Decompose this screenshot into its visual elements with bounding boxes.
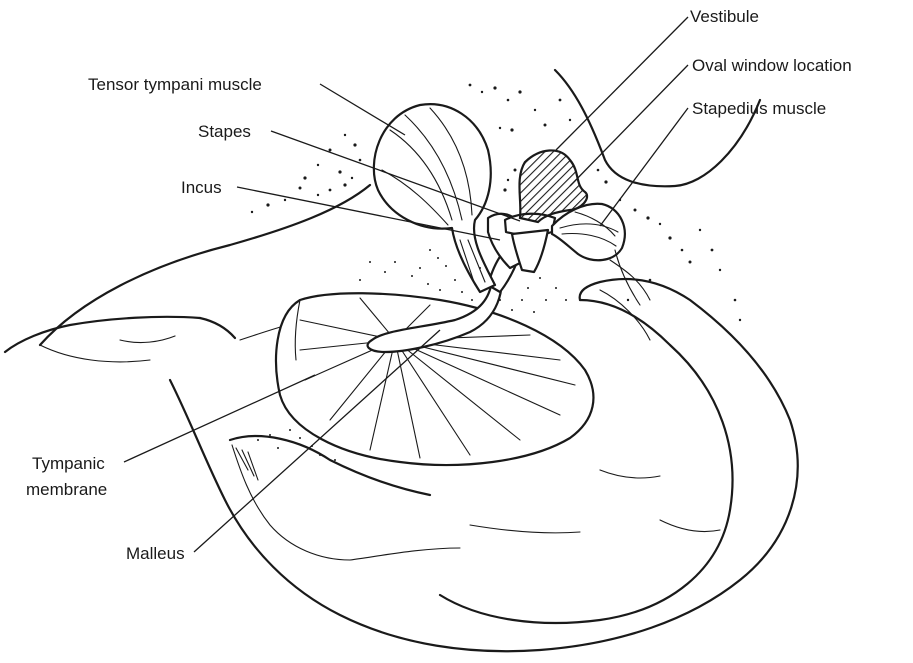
leader-vestibule [556,17,688,150]
label-incus: Incus [181,178,222,197]
tympanic-membrane [276,293,593,465]
leader-oval-window [570,65,688,186]
leader-tympanic-membrane [124,375,315,462]
label-tympanic-line2: membrane [26,480,107,499]
label-stapes: Stapes [198,122,251,141]
label-tympanic-line1: Tympanic [32,454,105,473]
tensor-tympani-muscle [374,104,495,292]
stapedius-muscle [552,204,640,305]
label-tensor-tympani: Tensor tympani muscle [88,75,262,94]
labels: Vestibule Oval window location Stapedius… [26,7,852,563]
label-oval-window: Oval window location [692,56,852,75]
leader-tensor-tympani [320,84,405,135]
label-malleus: Malleus [126,544,185,563]
label-stapedius: Stapedius muscle [692,99,826,118]
leader-stapedius [600,108,688,226]
label-vestibule: Vestibule [690,7,759,26]
